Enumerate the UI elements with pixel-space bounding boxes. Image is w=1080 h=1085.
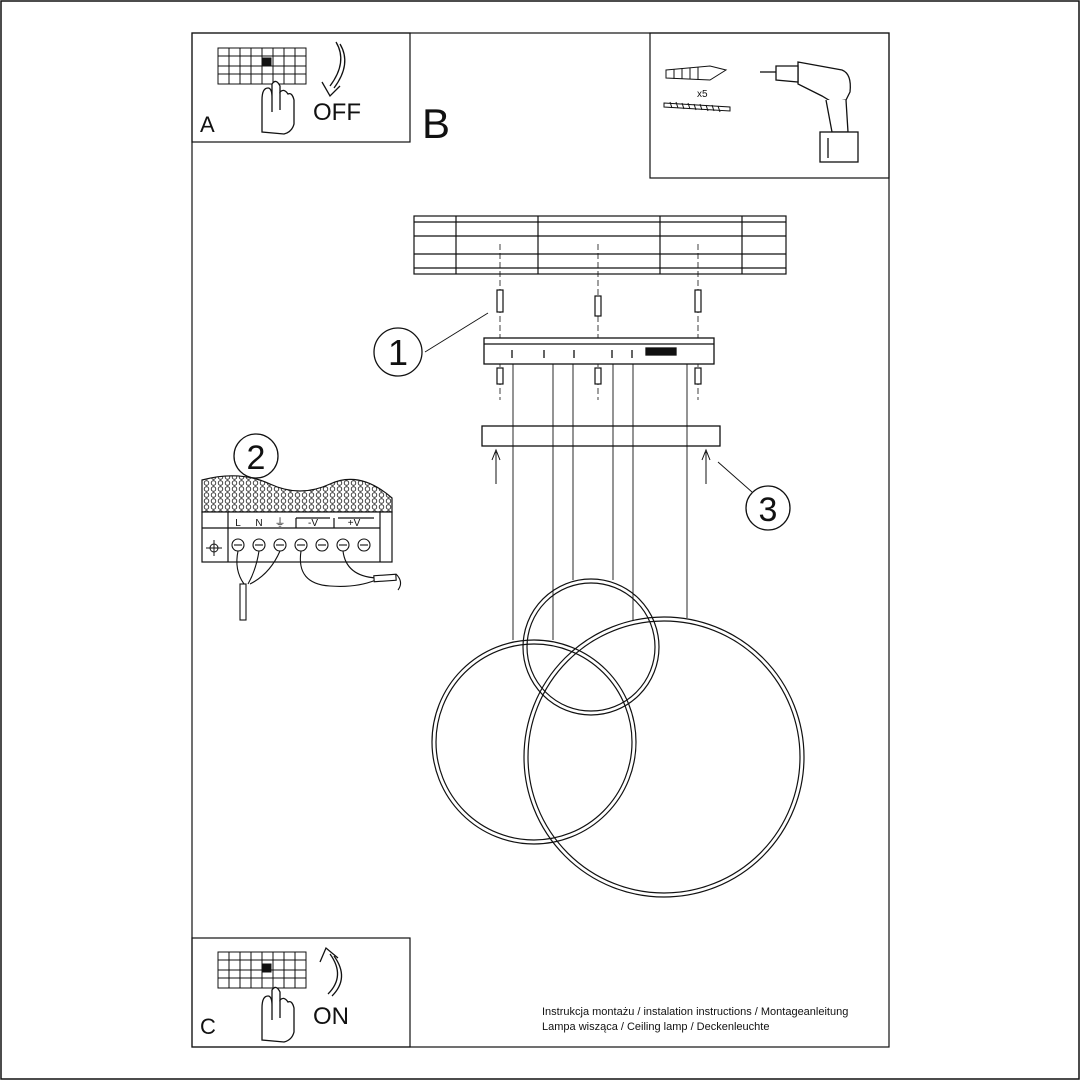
ring-medium [431,639,637,845]
wall-plug-icon [665,65,728,81]
ring-small [522,578,660,716]
tools-panel: x5 [649,32,890,179]
step-c-letter: C [200,1014,216,1039]
terminal-label-plus-v: +V [348,518,361,529]
step-a-off-label: OFF [313,99,361,126]
panel-a-switch-off: A OFF [191,32,411,143]
hand-icon [261,986,295,1043]
ground-symbol-icon [206,540,222,556]
ring-large [523,616,805,898]
callout-1-number: 1 [388,332,408,373]
arrow-up-curved-icon [319,946,343,997]
screw-icon [663,101,731,113]
callout-3-number: 3 [759,491,778,529]
footer-instructions-title: Instrukcja montażu / instalation instruc… [542,1006,848,1018]
step-b-letter: B [422,100,450,147]
mounting-screws [496,244,702,400]
step-a-letter: A [200,112,215,137]
wiring-detail: 2 L N ⏚ -V +V [201,433,402,621]
canopy-cover [481,425,721,447]
lamp-rings [431,578,805,898]
footer-product-name: Lampa wisząca / Ceiling lamp / Deckenleu… [542,1021,769,1033]
panel-c-switch-on: C ON [191,937,411,1048]
callout-2-number: 2 [247,439,266,477]
page-frame [191,32,890,1048]
mains-and-led-wires [236,550,402,621]
step-c-on-label: ON [313,1003,349,1030]
mounting-bracket [483,337,715,365]
arrow-up-icon [491,448,711,484]
terminal-label-l: L [235,518,241,529]
breaker-icon [217,47,307,85]
breaker-icon [217,951,307,989]
drill-icon [760,61,859,163]
suspension-cables [512,364,688,640]
driver-housing [201,475,393,563]
arrow-down-icon [321,41,346,98]
hand-icon [261,80,295,135]
ceiling-section [413,215,787,275]
callout-3: 3 [717,461,791,531]
hardware-quantity: x5 [697,89,708,100]
callout-1: 1 [373,312,489,377]
terminal-label-n: N [255,518,262,529]
terminal-label-earth: ⏚ [275,516,286,529]
terminal-label-minus-v: -V [308,518,318,529]
